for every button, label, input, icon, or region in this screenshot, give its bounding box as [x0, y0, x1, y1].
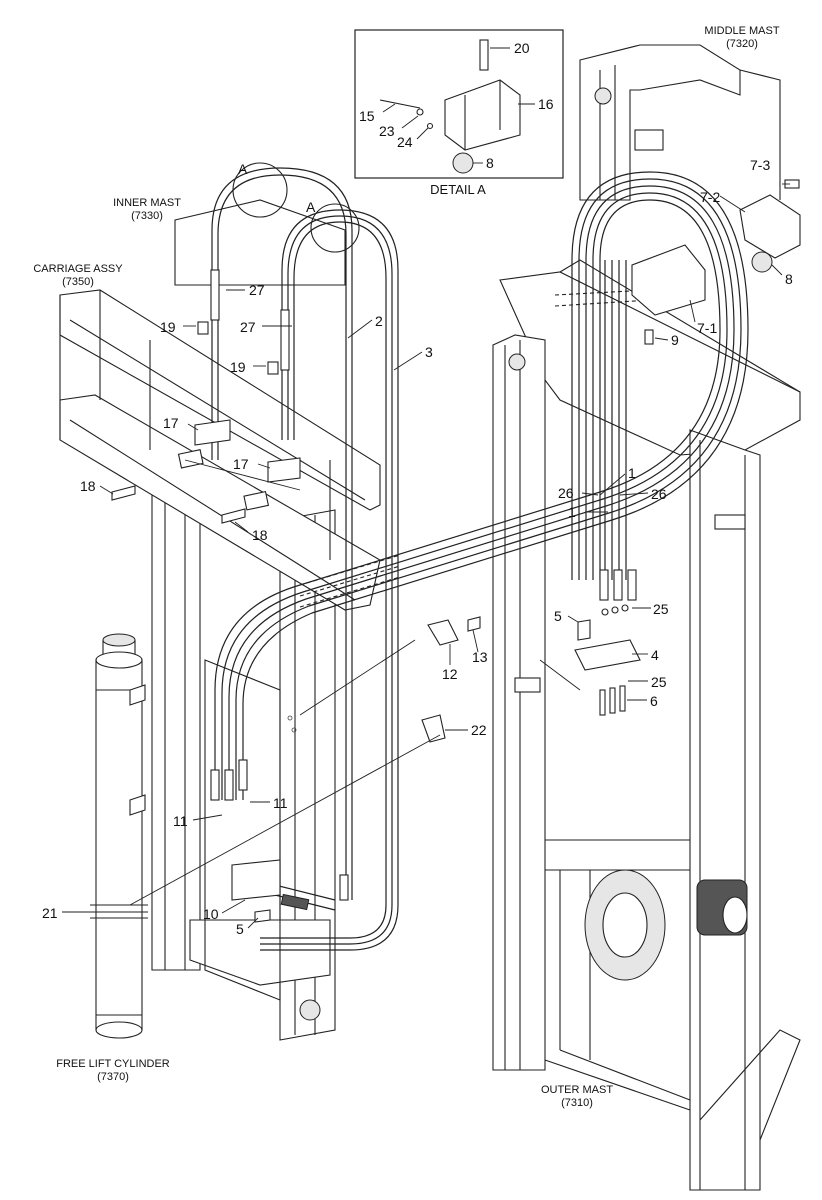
- callout-11-a: 11: [173, 813, 188, 829]
- callout-8: 8: [785, 271, 793, 287]
- callout-15: 15: [359, 108, 375, 124]
- callout-18-b: 18: [252, 527, 268, 543]
- callout-11-b: 11: [273, 795, 288, 811]
- inner-mast-drawing: [151, 199, 346, 1041]
- middle-mast-code: (7320): [726, 38, 758, 50]
- callout-4: 4: [651, 647, 659, 663]
- assembly-labels: MIDDLE MAST (7320) INNER MAST (7330) CAR…: [33, 25, 779, 1109]
- callout-6: 6: [650, 693, 658, 709]
- outer-mast-label: OUTER MAST: [541, 1084, 613, 1096]
- detail-a-marker-circle-2: [310, 203, 360, 253]
- callout-25-b: 25: [651, 674, 667, 690]
- middle-mast-drawing: [579, 44, 781, 201]
- part-callouts: A A 20 16 15 23 24 8 7-3 7-2 8 7-1 9 27 …: [42, 40, 793, 937]
- callout-19-a: 19: [160, 319, 176, 335]
- callout-19-b: 19: [230, 359, 246, 375]
- callout-7-1: 7-1: [697, 320, 717, 336]
- callout-5-b: 5: [236, 921, 244, 937]
- outer-mast-code: (7310): [561, 1097, 593, 1109]
- carriage-assy-label: CARRIAGE ASSY: [33, 263, 123, 275]
- callout-17-b: 17: [233, 456, 249, 472]
- leader-lines: [62, 47, 790, 929]
- callout-9: 9: [671, 332, 679, 348]
- callout-26-b: 26: [651, 486, 667, 502]
- callout-24: 24: [397, 134, 413, 150]
- small-parts: [90, 179, 801, 923]
- callout-21: 21: [42, 905, 58, 921]
- callout-12: 12: [442, 666, 458, 682]
- callout-a-2: A: [306, 199, 316, 215]
- middle-mast-label: MIDDLE MAST: [704, 25, 779, 37]
- detail-a-marker-circle-1: [232, 162, 288, 218]
- free-lift-cylinder-drawing: [90, 633, 148, 1039]
- free-lift-cylinder-label: FREE LIFT CYLINDER: [56, 1058, 170, 1070]
- callout-5-a: 5: [554, 608, 562, 624]
- free-lift-cylinder-code: (7370): [97, 1071, 129, 1083]
- callout-1-a: 1: [628, 465, 636, 481]
- carriage-assembly-drawing: [59, 289, 381, 611]
- callout-16: 16: [538, 96, 554, 112]
- callout-22: 22: [471, 722, 487, 738]
- outer-mast-drawing: [492, 259, 801, 1191]
- inner-mast-code: (7330): [131, 210, 163, 222]
- detail-a-title: DETAIL A: [430, 182, 486, 197]
- callout-7-2: 7-2: [700, 189, 720, 205]
- callout-27-a: 27: [249, 282, 265, 298]
- inner-mast-label: INNER MAST: [113, 197, 181, 209]
- callout-10: 10: [203, 906, 219, 922]
- callout-13: 13: [472, 649, 488, 665]
- callout-20: 20: [514, 40, 530, 56]
- callout-27-b: 27: [240, 319, 256, 335]
- callout-26-a: 26: [558, 485, 574, 501]
- callout-3: 3: [425, 344, 433, 360]
- carriage-assy-code: (7350): [62, 276, 94, 288]
- hose-routing: [210, 167, 749, 951]
- callout-2: 2: [375, 313, 383, 329]
- callout-23: 23: [379, 123, 395, 139]
- callout-17-a: 17: [163, 415, 179, 431]
- callout-25-a: 25: [653, 601, 669, 617]
- callout-18-a: 18: [80, 478, 96, 494]
- callout-a-1: A: [238, 161, 248, 177]
- callout-1-b: 1: [568, 504, 576, 520]
- callout-7-3: 7-3: [750, 157, 770, 173]
- callout-8-detail: 8: [486, 155, 494, 171]
